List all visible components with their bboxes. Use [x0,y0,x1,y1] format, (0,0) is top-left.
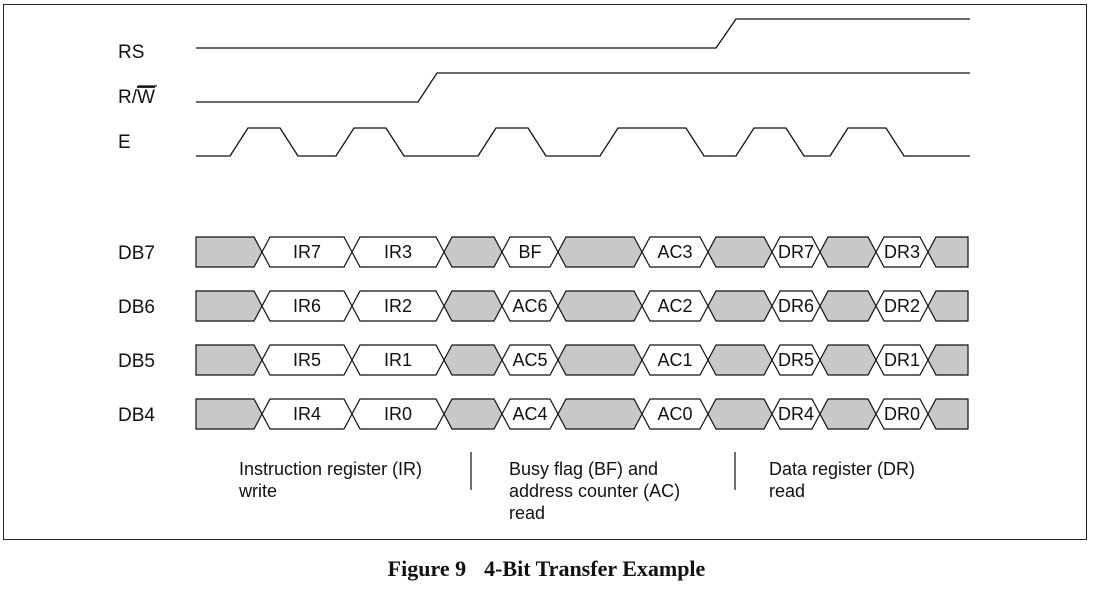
bus-invalid-segment [557,290,643,322]
bus-invalid-segment [557,398,643,430]
group-line: read [769,481,806,501]
signal-label-rs: RS [118,42,144,63]
group-line: Busy flag (BF) and [509,459,659,479]
bus-row-db7: DB7 IR7 IR3 BF AC3 DR7 DR3 [118,236,969,268]
bus-cell-label: AC5 [512,350,547,370]
bus-cell-label: DR2 [884,296,920,316]
bus-cell-label: IR5 [293,350,321,370]
bus-invalid-segment [195,344,263,376]
bus-invalid-segment [443,398,503,430]
bus-invalid-segment [443,236,503,268]
bus-cell-label: DR1 [884,350,920,370]
bus-cell-label: DR6 [778,296,814,316]
bus-invalid-segment [195,236,263,268]
figure-number: Figure 9 [387,556,467,581]
bus-cell-label: IR0 [384,404,412,424]
bus-cell-label: AC0 [657,404,692,424]
bus-cell-label: DR0 [884,404,920,424]
bus-invalid-segment [557,236,643,268]
bus-cell-label: AC1 [657,350,692,370]
bus-invalid-segment [195,398,263,430]
group-bf-ac-read: Busy flag (BF) and address counter (AC) … [509,458,680,524]
group-line: read [509,503,546,523]
bus-cell-label: DR5 [778,350,814,370]
bus-cell-label: DR3 [884,242,920,262]
group-line: write [239,481,278,501]
bus-cell-label: IR2 [384,296,412,316]
bus-row-db5: DB5 IR5 IR1 AC5 AC1 DR5 DR1 [118,344,969,376]
bus-invalid-segment [927,290,969,322]
group-line: Instruction register (IR) [239,459,423,479]
bus-invalid-segment [557,344,643,376]
bus-invalid-segment [927,236,969,268]
bus-invalid-segment [707,344,773,376]
bus-cell-label: BF [518,242,541,262]
bus-cell-label: AC4 [512,404,547,424]
group-dr-read: Data register (DR) read [769,458,915,502]
signal-label-e: E [118,132,131,153]
bus-invalid-segment [707,290,773,322]
bus-cell-label: IR3 [384,242,412,262]
diagram-frame [3,4,1087,540]
bus-cell-label: DR4 [778,404,814,424]
bus-label: DB5 [118,351,155,372]
bus-label: DB4 [118,405,155,426]
bus-cell-label: AC2 [657,296,692,316]
bus-label: DB7 [118,243,155,264]
bus-invalid-segment [819,236,877,268]
bus-invalid-segment [927,344,969,376]
bus-cell-label: IR4 [293,404,321,424]
bus-invalid-segment [819,290,877,322]
bus-cell-label: DR7 [778,242,814,262]
bus-invalid-segment [707,398,773,430]
signal-label-rw: R/W [118,87,155,108]
bus-invalid-segment [443,290,503,322]
bus-cell-label: IR7 [293,242,321,262]
bus-cell-label: AC3 [657,242,692,262]
bus-invalid-segment [707,236,773,268]
bus-invalid-segment [443,344,503,376]
group-line: address counter (AC) [509,481,681,501]
group-line: Data register (DR) [769,459,916,479]
bus-cell-label: AC6 [512,296,547,316]
figure-title: 4-Bit Transfer Example [484,556,706,581]
bus-invalid-segment [927,398,969,430]
bus-cell-label: IR1 [384,350,412,370]
bus-label: DB6 [118,297,155,318]
figure-caption: Figure 9 4-Bit Transfer Example [0,556,1093,582]
group-ir-write: Instruction register (IR) write [239,458,422,502]
bus-cell-label: IR6 [293,296,321,316]
bus-row-db6: DB6 IR6 IR2 AC6 AC2 DR6 DR2 [118,290,969,322]
bus-invalid-segment [819,398,877,430]
bus-row-db4: DB4 IR4 IR0 AC4 AC0 DR4 DR0 [118,398,969,430]
rw-waveform [196,72,970,103]
bus-invalid-segment [195,290,263,322]
rs-waveform [196,18,970,49]
e-waveform [196,127,970,157]
bus-invalid-segment [819,344,877,376]
